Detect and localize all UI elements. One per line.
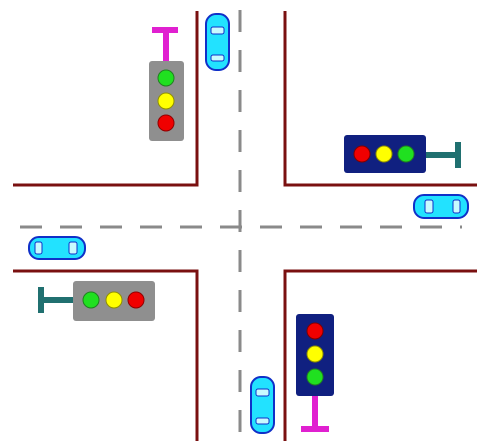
road-curbs: [13, 11, 477, 441]
car-rear-window: [34, 241, 43, 255]
yellow-lamp: [375, 145, 393, 163]
yellow-lamp: [105, 291, 123, 309]
top-left-traffic-light: [149, 27, 184, 141]
car-rear-window: [452, 199, 461, 214]
lane-markings: [20, 10, 462, 442]
bottom-right-traffic-light: [296, 314, 334, 432]
signal-pole: [312, 396, 318, 427]
green-lamp: [82, 291, 100, 309]
green-lamp: [397, 145, 415, 163]
car-body: [250, 376, 275, 434]
eastbound-left-car: [28, 236, 86, 260]
car-windshield: [210, 26, 225, 35]
red-lamp: [157, 114, 175, 132]
red-lamp: [127, 291, 145, 309]
northbound-bottom-car: [250, 376, 275, 434]
signal-pole: [44, 297, 74, 303]
green-lamp: [306, 368, 324, 386]
top-left-curb: [13, 11, 199, 187]
bottom-left-curb: [13, 269, 199, 441]
car-windshield: [255, 388, 270, 397]
signal-pole-cap: [455, 142, 461, 168]
northbound-top-car: [205, 13, 230, 71]
car-body: [205, 13, 230, 71]
green-lamp: [157, 69, 175, 87]
signal-pole-cap: [301, 426, 329, 432]
top-right-curb: [283, 11, 477, 187]
red-lamp: [306, 322, 324, 340]
yellow-lamp: [306, 345, 324, 363]
car-rear-window: [255, 417, 270, 425]
signal-pole-cap: [38, 287, 44, 313]
bottom-left-traffic-light: [38, 281, 155, 321]
signal-pole-cap: [152, 27, 178, 33]
signal-pole: [426, 152, 456, 158]
car-rear-window: [210, 54, 225, 62]
car-windshield: [68, 241, 78, 255]
westbound-right-car: [413, 194, 469, 219]
car-windshield: [424, 199, 434, 214]
red-lamp: [353, 145, 371, 163]
signal-pole: [163, 32, 169, 62]
top-right-traffic-light: [344, 135, 461, 173]
yellow-lamp: [157, 92, 175, 110]
bottom-right-curb: [283, 269, 477, 441]
